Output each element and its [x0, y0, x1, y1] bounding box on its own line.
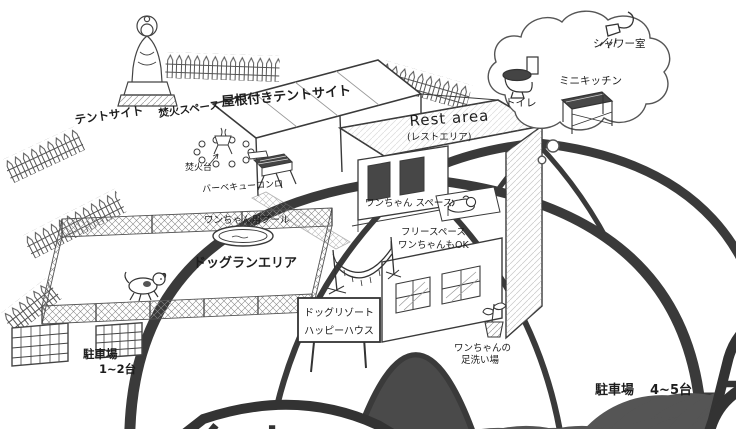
amenities-cloud	[487, 10, 671, 165]
foot-wash-label-1: ワンちゃんの	[454, 343, 512, 354]
dog-space-door-icon	[399, 156, 425, 196]
parking-left-capacity: 1~2台	[99, 362, 137, 376]
dog-run-fence	[41, 207, 333, 325]
free-space-label-1: フリースペース	[401, 227, 466, 238]
sign-line-2: ハッピーハウス	[304, 325, 374, 337]
dog-pool-icon	[212, 225, 274, 247]
bbq-grill-icon	[252, 153, 297, 191]
shower-icon	[599, 11, 634, 49]
parking-left-label: 駐車場	[83, 347, 118, 361]
parking-right-capacity: 4~5台	[650, 383, 692, 398]
toilet-icon	[502, 56, 539, 99]
rest-area-label-jp: (レストエリア)	[407, 132, 472, 143]
sleeping-dog-icon	[447, 195, 477, 213]
dog-pool-label: ワンちゃん用プール	[204, 215, 290, 226]
sign-text: ドッグリゾート ハッピーハウス	[299, 299, 379, 341]
dog-run-area-label: ドッグランエリア	[193, 256, 298, 271]
mini-kitchen-label: ミニキッチン	[559, 75, 622, 87]
sign-line-1: ドッグリゾート	[304, 307, 374, 319]
foot-wash-label-2: 足洗い場	[461, 355, 500, 366]
sign-board	[297, 297, 381, 373]
dog-space-label: ワンちゃん スペース	[365, 198, 453, 209]
foot-wash-plant-icon	[482, 302, 507, 338]
dog-space-door-icon	[367, 161, 391, 202]
rest-area-building	[251, 99, 545, 343]
bonfire-stand-label: 焚火台	[185, 163, 213, 173]
hammock-icon	[326, 236, 402, 295]
gate-icon	[11, 322, 143, 367]
shower-room-label: シャワー室	[593, 38, 646, 50]
kitchen-sink-icon	[560, 91, 614, 134]
roofed-tent-site-structure	[211, 59, 499, 197]
statue-icon	[117, 15, 178, 107]
dog-icon	[124, 271, 167, 302]
free-space-label-2: ワンちゃんもOK	[398, 240, 469, 251]
toilet-label: トイレ	[505, 97, 537, 109]
parking-right-label: 駐車場	[595, 383, 635, 398]
